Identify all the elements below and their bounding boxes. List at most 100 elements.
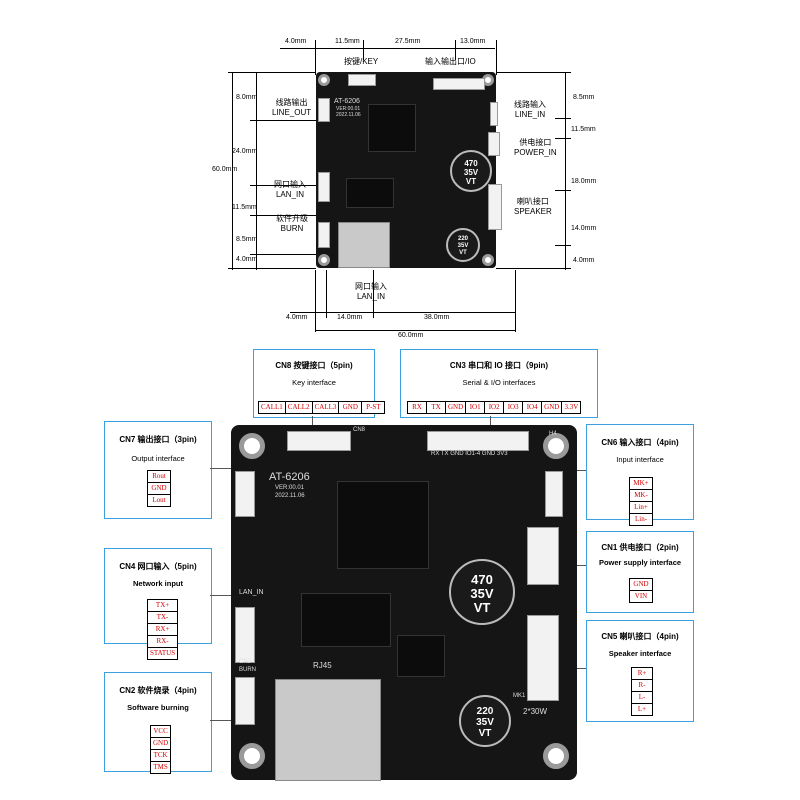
dim-right-1: 8.5mm [573,94,595,101]
silk-rj45: RJ45 [313,661,332,670]
cn2-subtitle: Software burning [127,703,189,712]
cn5-pin-4: L+ [631,703,653,716]
cn7-connector [235,471,255,517]
cn5-pin-col: R+R-L-L+ [631,667,653,716]
silk-model: AT-6206 [269,471,310,483]
dim-right-3: 18.0mm [571,178,597,185]
cn1-pin-2: VIN [629,590,653,603]
dim-bottom-2: 14.0mm [337,314,363,321]
label-key: 按键/KEY [344,57,379,66]
amp-ic [397,635,445,677]
cn8-title: CN8 按键接口（5pin) [275,361,353,370]
cn3-connector [427,431,529,451]
main-ic [337,481,429,569]
cn4-connector [235,607,255,663]
cn7-pin-3: Lout [147,494,171,507]
dim-top-4: 13.0mm [460,38,486,45]
label-io: 输入输出口/IO [425,57,476,66]
mount-hole-br [543,743,569,769]
cn8-pin-2: CALL2 [284,401,313,414]
dim-right-5: 4.0mm [573,257,595,264]
cn8-pin-1: CALL1 [258,401,286,414]
cn5-title: CN5 喇叭接口（4pin) [601,632,679,641]
cn7-title: CN7 输出接口（3pin) [119,435,197,444]
cn3-pin-8: GND [541,401,563,414]
cn3-pin-3: GND [445,401,467,414]
dim-left-4: 8.5mm [236,236,258,243]
silk-ver: VER:00.01 [275,485,305,491]
cn8-pin-5: P-ST [361,401,386,414]
silk-cn8: CN8 [353,427,366,433]
cn1-subtitle: Power supply interface [598,558,682,567]
dim-left-3: 11.5mm [232,204,257,211]
cn3-pin-5: IO2 [484,401,505,414]
cn4-pin-4: RX- [147,635,179,648]
cn8-connector [287,431,351,451]
cn8-pin-4: GND [338,401,363,414]
cn4-box: CN4 网口输入（5pin) Network input TX+TX-RX+RX… [104,548,212,660]
silk-burn: BURN [239,667,257,673]
cn7-pin-2: GND [147,482,171,495]
rj45-jack [275,679,381,781]
mount-hole-bl [239,743,265,769]
mount-hole-tl [239,433,265,459]
cn2-pin-4: TMS [150,761,172,774]
dim-left-5: 4.0mm [236,256,258,263]
cn3-pin-7: IO4 [522,401,543,414]
cn5-box: CN5 喇叭接口（4pin) Speaker interface R+R-L-L… [586,620,694,722]
silk-power-rating: 2*30W [523,707,548,716]
dim-left-2: 24.0mm [232,148,258,155]
cn4-pin-col: TX+TX-RX+RX-STATUS [147,599,179,660]
dim-top-2: 11.5mm [335,38,360,45]
lan-transformer [301,593,391,647]
cn8-subtitle: Key interface [292,378,336,387]
cn3-title: CN3 串口和 IO 接口（9pin) [449,361,549,370]
cn7-subtitle: Output interface [131,454,185,463]
cn4-title: CN4 网口输入（5pin) [119,562,197,571]
cn3-pin-2: TX [426,401,446,414]
cn6-pin-4: Lin- [629,513,653,526]
silk-h4: H4 [549,431,557,437]
cn2-title: CN2 软件烧录（4pin) [119,686,197,695]
cn3-subtitle: Serial & I/O interfaces [462,378,536,387]
cn6-box: CN6 输入接口（4pin) Input interface MK+MK-Lin… [586,424,694,526]
cn6-title: CN6 输入接口（4pin) [601,438,679,447]
cn4-subtitle: Network input [133,579,183,588]
cn3-box: CN3 串口和 IO 接口（9pin) Serial & I/O interfa… [400,349,598,418]
cn1-pin-1: GND [629,578,653,591]
dim-width-total: 60.0mm [398,332,424,339]
cn5-pin-3: L- [631,691,653,704]
cn2-connector [235,677,255,725]
cn4-pin-5: STATUS [147,647,179,660]
dim-bottom-1: 4.0mm [286,314,308,321]
silk-mk1: MK1 [513,693,526,699]
dim-height-total: 60.0mm [212,166,238,173]
cn3-pin-9: 3.3V [561,401,582,414]
cn1-box: CN1 供电接口（2pin) Power supply interface GN… [586,531,694,613]
cn3-pin-1: RX [407,401,427,414]
silk-date: 2022.11.06 [275,493,305,499]
dim-bottom-3: 38.0mm [424,314,450,321]
cn3-pin-4: IO1 [465,401,486,414]
cn1-title: CN1 供电接口（2pin) [601,543,679,552]
dim-right-4: 14.0mm [571,225,597,232]
cn6-connector [545,471,563,517]
silk-cn2: CN2 [239,659,252,665]
